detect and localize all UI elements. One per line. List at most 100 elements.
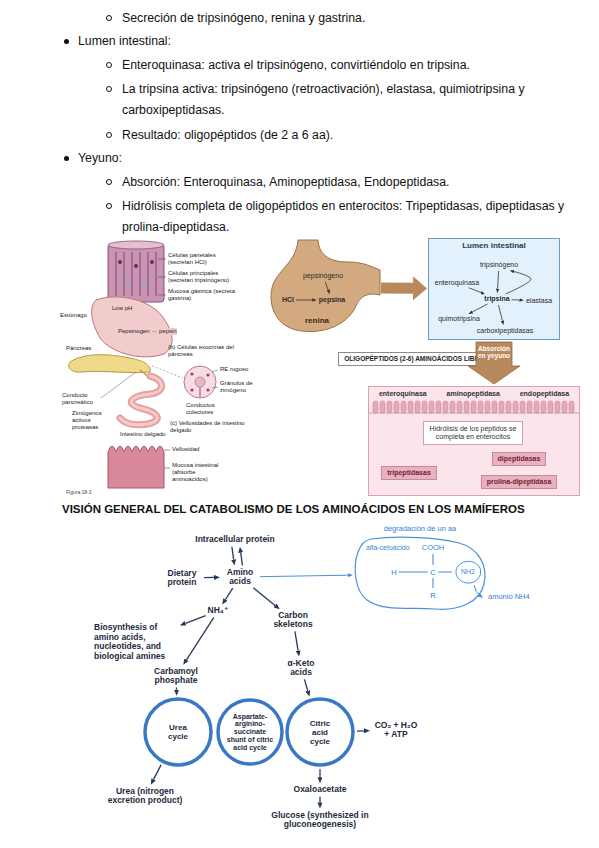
process-box: Hidrólisis de los péptidos se completa e… xyxy=(423,421,523,445)
node-text: elastasa xyxy=(526,297,552,305)
bullet xyxy=(64,156,69,161)
part-label: Estómago xyxy=(60,312,87,319)
flow-label: Carbon skeletons xyxy=(269,611,317,630)
formula-label-holder: R xyxy=(430,591,435,600)
enzyme-label: pepsina xyxy=(319,296,345,304)
microvillus xyxy=(555,401,560,413)
flow-label: Biosynthesis of amino acids, nucleotides… xyxy=(94,623,178,661)
part-label: RE rugoso xyxy=(220,366,248,373)
connector xyxy=(253,588,275,606)
connector xyxy=(260,575,348,576)
node-text: Glucose (synthesized in gluconeogenesis) xyxy=(245,811,395,830)
node-text: Aspartate- arginino- succinate shunt of … xyxy=(226,713,274,752)
cycle-circle: Citric acid cycle xyxy=(285,697,355,767)
node-text: tripeptidasas xyxy=(387,469,431,477)
part-label: Mucosa gástrica (secreta gastrina) xyxy=(168,288,238,302)
leader-line xyxy=(164,450,170,468)
microvillus xyxy=(380,401,385,413)
part-label-holder: Mucosa gástrica (secreta gastrina) xyxy=(168,288,238,302)
connector xyxy=(472,304,487,312)
node-text: OLIGOPÉPTIDOS (2-6) AMINOÁCIDOS LIBRES xyxy=(344,355,488,363)
formula-label: COOH xyxy=(422,543,445,552)
connector xyxy=(204,577,214,578)
flow-label: Urea (nitrogen excretion product) xyxy=(102,787,188,806)
formula-label: H xyxy=(391,568,396,577)
microvillus xyxy=(373,401,378,413)
zoom-line xyxy=(152,366,183,378)
bullet-text-holder: Secreción de tripsinógeno, renina y gast… xyxy=(122,8,584,29)
microvillus xyxy=(569,401,574,413)
connector xyxy=(185,616,205,624)
bullet-text: Resultado: oligopéptidos (de 2 a 6 aa). xyxy=(122,125,584,146)
node-text: Urea (nitrogen excretion product) xyxy=(102,787,188,806)
node-text: Intracellular protein xyxy=(195,535,274,545)
node-text: pepsina xyxy=(319,296,345,304)
bullet-text-holder: La tripsina activa: tripsinógeno (retroa… xyxy=(122,79,584,121)
flow-label: α-Keto acids xyxy=(284,659,318,678)
enzyme-box: prolina-dipeptidasa xyxy=(481,475,558,489)
bullet xyxy=(106,62,112,68)
node-text: Citric acid cycle xyxy=(304,719,336,746)
villi-drawing xyxy=(108,446,164,488)
part-label: Conducto pancreático xyxy=(62,392,100,406)
node-text: enteroquinasa xyxy=(379,389,427,398)
enzyme-label: tripsina xyxy=(484,295,509,303)
node-text: Dietary protein xyxy=(162,569,202,588)
microvillus xyxy=(499,401,504,413)
part-label: Conductos colectores xyxy=(186,402,226,416)
node-text: Lumen intestinal xyxy=(429,239,559,251)
microvillus xyxy=(457,401,462,413)
part-label-holder: Gránulos de zimógeno xyxy=(220,380,256,394)
connector xyxy=(319,797,320,803)
part-label: (c) Vellosidades de intestino delgado xyxy=(170,420,250,434)
bullet-text: Hidrólisis completa de oligopéptidos en … xyxy=(122,196,584,238)
cycle-circle: Urea cycle xyxy=(143,697,213,767)
bullet xyxy=(106,15,112,21)
microvillus xyxy=(436,401,441,413)
bullet-text-holder: Absorción: Enteroquinasa, Aminopeptidasa… xyxy=(122,172,584,193)
flow-label: Amino acids xyxy=(222,568,258,587)
gastric-pits xyxy=(116,252,156,296)
connector xyxy=(241,553,243,566)
part-label-holder: (b) Células exocrinas del páncreas xyxy=(168,344,256,358)
part-label-holder: Pepsinogen → pepsin xyxy=(118,328,177,335)
microvillus xyxy=(450,401,455,413)
node-text: HCl xyxy=(282,296,294,304)
connector xyxy=(357,730,364,731)
formula-label-holder: amonio NH4 xyxy=(488,592,530,601)
part-label: Células principales (secretan tripsinóge… xyxy=(168,270,238,284)
node-text: NH₄⁺ xyxy=(208,606,229,616)
cycle-outline xyxy=(287,699,353,765)
brush-border xyxy=(369,413,579,414)
enzyme-box: dipeptidasas xyxy=(492,452,547,466)
tissue-top xyxy=(108,241,164,249)
node-text: Amino acids xyxy=(222,568,258,587)
part-label-holder: Mucosa intestinal (absorbe aminoácidos) xyxy=(172,462,232,482)
cycle-circle: Aspartate- arginino- succinate shunt of … xyxy=(216,698,284,766)
connector xyxy=(319,769,320,777)
node-text: Biosynthesis of amino acids, nucleotides… xyxy=(94,623,178,661)
microvillus xyxy=(562,401,567,413)
part-label: Gránulos de zimógeno xyxy=(220,380,256,394)
figure-number-holder: Figura 18-3 xyxy=(66,489,92,495)
bullet xyxy=(106,203,112,209)
microvillus xyxy=(534,401,539,413)
stomach-shape: reninapepsinógenoHClpepsina xyxy=(268,240,380,335)
formula-label-holder: C xyxy=(430,568,435,577)
part-label-holder: Células parietales (secretan HCl) xyxy=(168,252,238,266)
figure-number: Figura 18-3 xyxy=(66,489,92,495)
bullet-text-holder: Enteroquinasa: activa el tripsinógeno, c… xyxy=(122,55,584,76)
node-text: quimotripsina xyxy=(438,315,480,323)
connector xyxy=(225,588,232,599)
enzyme-label: carboxipeptidasas xyxy=(477,327,533,335)
intestine-lumen xyxy=(120,376,162,425)
formula-label: R xyxy=(430,591,435,600)
node-text: NH2 xyxy=(461,568,475,576)
flow-label: Carbamoyl phosphate xyxy=(147,667,205,686)
node-text: Carbamoyl phosphate xyxy=(147,667,205,686)
microvillus xyxy=(401,401,406,413)
node-text: Oxaloacetate xyxy=(294,785,347,795)
bullet-text-holder: Resultado: oligopéptidos (de 2 a 6 aa). xyxy=(122,125,584,146)
node-text: Absorción en yeyuno xyxy=(468,342,520,359)
